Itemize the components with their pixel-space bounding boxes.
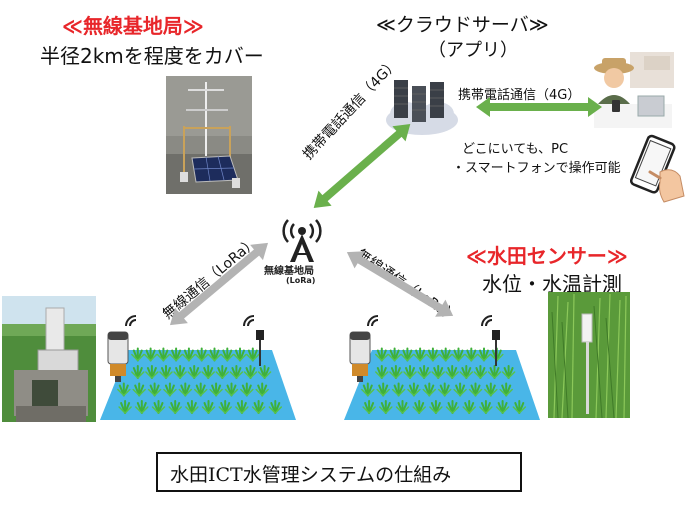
water-gate-photo [2, 296, 96, 422]
base-station-title: ≪無線基地局≫ [62, 14, 204, 38]
lora-arrow-left [169, 242, 269, 326]
lora-arrow-right [346, 251, 454, 317]
left-sensor-signal-icon [125, 315, 137, 327]
cloud-server-title: ≪クラウドサーバ≫ [376, 14, 549, 36]
access-note-line-2: ・スマートフォンで操作可能 [452, 161, 621, 176]
cloud-server-subtitle: （アプリ） [428, 40, 518, 61]
tower-sublabel: (LoRa) [286, 276, 316, 285]
right-sensor-signal-icon [367, 315, 379, 327]
lora-tower-icon [282, 219, 322, 262]
left-water-level-sensor-icon [107, 331, 129, 383]
smartphone-hand-icon [630, 134, 685, 203]
right-temp-signal-icon [481, 315, 493, 327]
mobile-network-arrow-diagonal [313, 124, 411, 208]
paddy-sensor-title: ≪水田センサー≫ [466, 244, 628, 268]
base-station-photo [166, 76, 252, 194]
access-note-line-1: どこにいても、PC [462, 142, 569, 157]
tower-label: 無線基地局 [264, 266, 314, 277]
farmer-with-laptop-icon [594, 52, 674, 128]
right-water-level-sensor-icon [349, 331, 371, 383]
mobile-network-arrow-right [476, 97, 602, 117]
system-caption: 水田ICT水管理システムの仕組み [170, 464, 452, 486]
paddy-sensor-photo [548, 292, 630, 418]
base-station-coverage: 半径2kmを程度をカバー [40, 44, 264, 68]
left-temp-signal-icon [243, 315, 255, 327]
caption-box [156, 452, 522, 492]
